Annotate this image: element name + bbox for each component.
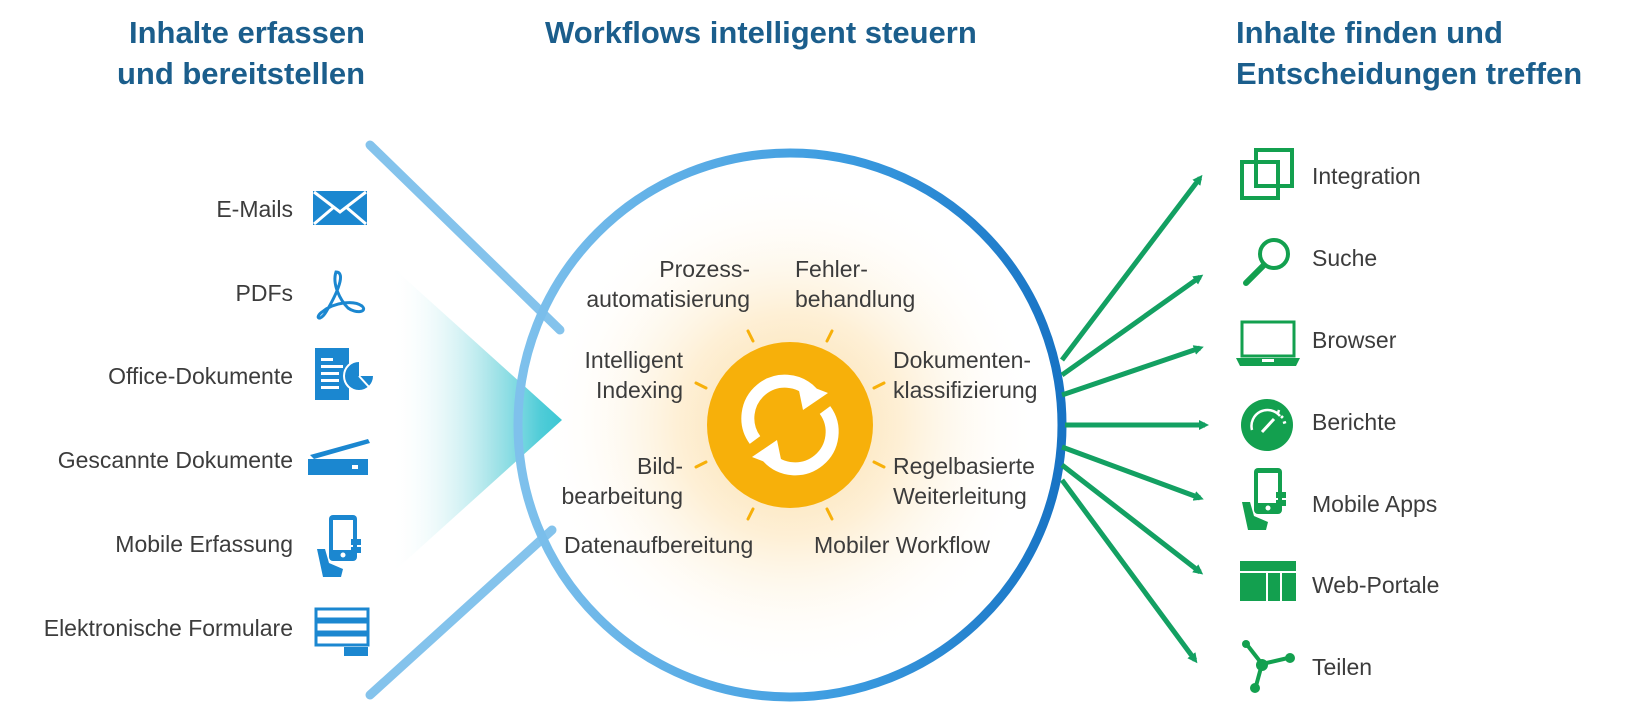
workflow-daten-line1: Datenaufbereitung	[564, 532, 754, 558]
acrobat-icon	[316, 270, 365, 320]
mobile-hand-icon	[1242, 468, 1286, 530]
refresh-arrowhead-top	[797, 381, 828, 410]
title-right-line2: Entscheidungen treffen	[1236, 56, 1583, 91]
arrow-portale	[1060, 463, 1204, 575]
mobile-hand-icon	[317, 515, 361, 577]
input-label-office: Office-Dokumente	[108, 363, 293, 389]
input-label-scanned: Gescannte Dokumente	[57, 447, 293, 473]
title-left-line2: und bereitstellen	[116, 56, 365, 91]
laptop-icon	[1236, 320, 1300, 366]
workflow-daten: Datenaufbereitung	[564, 530, 753, 560]
workflow-indexing: Intelligent Indexing	[585, 345, 683, 405]
gauge-icon	[1241, 399, 1293, 451]
workflow-klassifizierung-line1: Dokumenten-	[893, 347, 1032, 373]
input-label-pdfs: PDFs	[235, 280, 294, 306]
workflow-fehler-line1: Fehler-	[795, 256, 868, 282]
workflow-weiterleitung-line2: Weiterleitung	[893, 483, 1027, 509]
form-icon	[314, 607, 370, 656]
integration-icon	[1240, 148, 1294, 200]
output-label-suche: Suche	[1312, 245, 1378, 271]
envelope-icon	[313, 190, 367, 226]
workflow-prozess: Prozess- automatisierung	[586, 254, 750, 314]
arrow-browser	[1061, 345, 1204, 398]
share-icon	[1242, 640, 1295, 693]
refresh-arrowhead-bottom	[752, 440, 783, 469]
arrow-suche	[1060, 274, 1204, 378]
document-chart-icon	[315, 348, 375, 400]
workflow-bild: Bild- bearbeitung	[562, 451, 684, 511]
intake-funnel	[390, 265, 562, 575]
workflow-indexing-line2: Indexing	[596, 377, 683, 403]
workflow-weiterleitung-line1: Regelbasierte	[893, 453, 1035, 479]
workflow-bild-line1: Bild-	[636, 453, 683, 479]
arrow-mobile	[1061, 444, 1204, 501]
title-left-line1: Inhalte erfassen	[128, 15, 365, 50]
workflow-bild-line2: bearbeitung	[561, 483, 684, 509]
funnel-top-line	[365, 140, 565, 335]
output-label-berichte: Berichte	[1312, 409, 1397, 435]
scanner-icon	[308, 439, 370, 475]
input-label-emails: E-Mails	[216, 196, 293, 222]
workflow-mobil: Mobiler Workflow	[814, 530, 990, 560]
input-label-mobile: Mobile Erfassung	[115, 531, 293, 557]
workflow-fehler: Fehler- behandlung	[795, 254, 915, 314]
workflow-klassifizierung-line2: klassifizierung	[893, 377, 1038, 403]
input-label-forms: Elektronische Formulare	[43, 615, 293, 641]
workflow-klassifizierung: Dokumenten- klassifizierung	[893, 345, 1037, 405]
output-label-teilen: Teilen	[1312, 654, 1373, 680]
title-center: Workflows intelligent steuern	[545, 12, 977, 53]
workflow-ring	[513, 148, 1067, 702]
title-left: Inhalte erfassen und bereitstellen	[60, 12, 365, 94]
output-label-web-portale: Web-Portale	[1312, 572, 1440, 598]
output-label-mobile-apps: Mobile Apps	[1312, 491, 1438, 517]
workflow-fehler-line2: behandlung	[795, 286, 916, 312]
workflow-prozess-line1: Prozess-	[659, 256, 750, 282]
title-right-line1: Inhalte finden und	[1236, 15, 1503, 50]
workflow-weiterleitung: Regelbasierte Weiterleitung	[893, 451, 1035, 511]
title-right: Inhalte finden und Entscheidungen treffe…	[1236, 12, 1582, 94]
output-label-browser: Browser	[1312, 327, 1397, 353]
workflow-indexing-line1: Intelligent	[584, 347, 683, 373]
sun-rays	[694, 329, 886, 521]
output-label-integration: Integration	[1312, 163, 1421, 189]
search-icon	[1243, 238, 1290, 286]
workflow-prozess-line2: automatisierung	[586, 286, 750, 312]
arrow-teilen	[1059, 478, 1198, 664]
arrow-integration	[1060, 174, 1203, 362]
portal-grid-icon	[1240, 561, 1296, 601]
funnel-bottom-line	[365, 525, 557, 700]
sun-circle	[707, 342, 873, 508]
title-center-line1: Workflows intelligent steuern	[545, 15, 977, 50]
output-arrows	[1059, 174, 1209, 664]
workflow-mobil-line1: Mobiler Workflow	[814, 532, 990, 558]
